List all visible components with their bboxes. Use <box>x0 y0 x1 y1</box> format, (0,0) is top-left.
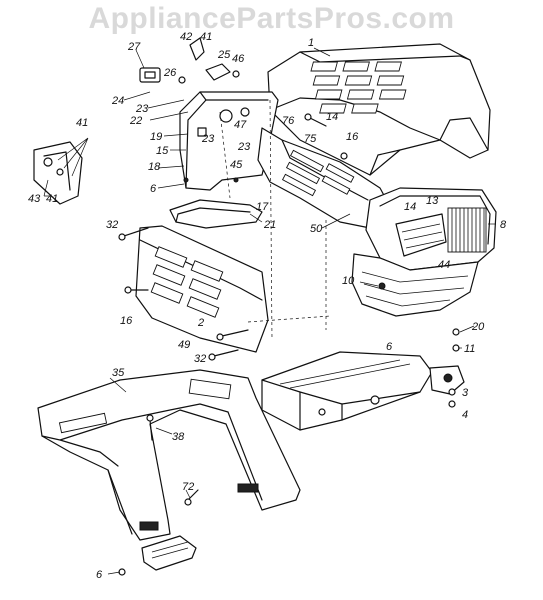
callout-11: 11 <box>464 343 475 355</box>
nose-bumper <box>351 253 479 317</box>
callout-21: 21 <box>263 219 276 231</box>
callout-16-a: 16 <box>346 131 359 143</box>
key-switch-parts <box>139 37 240 84</box>
callout-50: 50 <box>310 223 323 235</box>
callout-41-b: 41 <box>76 117 88 129</box>
side-panel-slots <box>281 149 355 197</box>
callout-25: 25 <box>217 49 231 61</box>
callout-leaders <box>43 47 496 575</box>
callout-17: 17 <box>256 201 269 213</box>
callout-2: 2 <box>197 317 204 329</box>
callout-72: 72 <box>182 481 194 493</box>
hood <box>267 43 491 176</box>
callout-10: 10 <box>342 275 355 287</box>
lower-front-panel <box>135 225 269 353</box>
callout-26: 26 <box>163 67 177 79</box>
callout-15: 15 <box>156 145 169 157</box>
rear-fender <box>37 369 301 541</box>
callout-47: 47 <box>234 119 247 131</box>
callout-41-c: 41 <box>46 193 58 205</box>
callout-23-a: 23 <box>135 103 149 115</box>
frame-chassis <box>261 351 465 431</box>
callout-6-b: 6 <box>386 341 393 353</box>
callout-8: 8 <box>500 219 507 231</box>
hood-side-panel <box>257 127 393 229</box>
callout-24: 24 <box>111 95 124 107</box>
callout-75: 75 <box>304 133 317 145</box>
steering-bracket <box>169 199 263 229</box>
callout-4: 4 <box>462 409 468 421</box>
front-grille <box>365 187 497 271</box>
assembly-dash-lines <box>219 99 331 341</box>
callout-23-c: 23 <box>237 141 251 153</box>
callout-20: 20 <box>471 321 485 333</box>
fasteners <box>118 113 460 576</box>
callout-labels: 1 27 42 41 25 46 26 24 23 22 19 23 23 47… <box>28 31 507 581</box>
panel-vents <box>150 246 224 318</box>
callout-1: 1 <box>308 37 314 49</box>
callout-23-b: 23 <box>201 133 215 145</box>
hood-vents <box>310 61 407 114</box>
fender-trim-plate <box>141 535 197 571</box>
callout-44: 44 <box>438 259 450 271</box>
callout-35: 35 <box>112 367 125 379</box>
callout-76: 76 <box>282 115 295 127</box>
callout-13: 13 <box>426 195 439 207</box>
callout-43: 43 <box>28 193 41 205</box>
callout-6-c: 6 <box>96 569 103 581</box>
watermark: AppliancePartsPros.com <box>88 2 455 35</box>
callout-32-a: 32 <box>106 219 118 231</box>
callout-41-top: 41 <box>200 31 212 43</box>
callout-22: 22 <box>129 115 142 127</box>
callout-32-b: 32 <box>194 353 206 365</box>
callout-42: 42 <box>180 31 192 43</box>
callout-19: 19 <box>150 131 162 143</box>
callout-18: 18 <box>148 161 161 173</box>
callout-14-b: 14 <box>404 201 416 213</box>
callout-16-b: 16 <box>120 315 133 327</box>
callout-6-a: 6 <box>150 183 157 195</box>
dash-panel <box>179 91 279 191</box>
callout-38: 38 <box>172 431 185 443</box>
callout-45: 45 <box>230 159 243 171</box>
callout-3: 3 <box>462 387 469 399</box>
callout-14-a: 14 <box>326 111 338 123</box>
callout-49: 49 <box>178 339 190 351</box>
callout-46: 46 <box>232 53 245 65</box>
callout-27: 27 <box>127 41 141 53</box>
